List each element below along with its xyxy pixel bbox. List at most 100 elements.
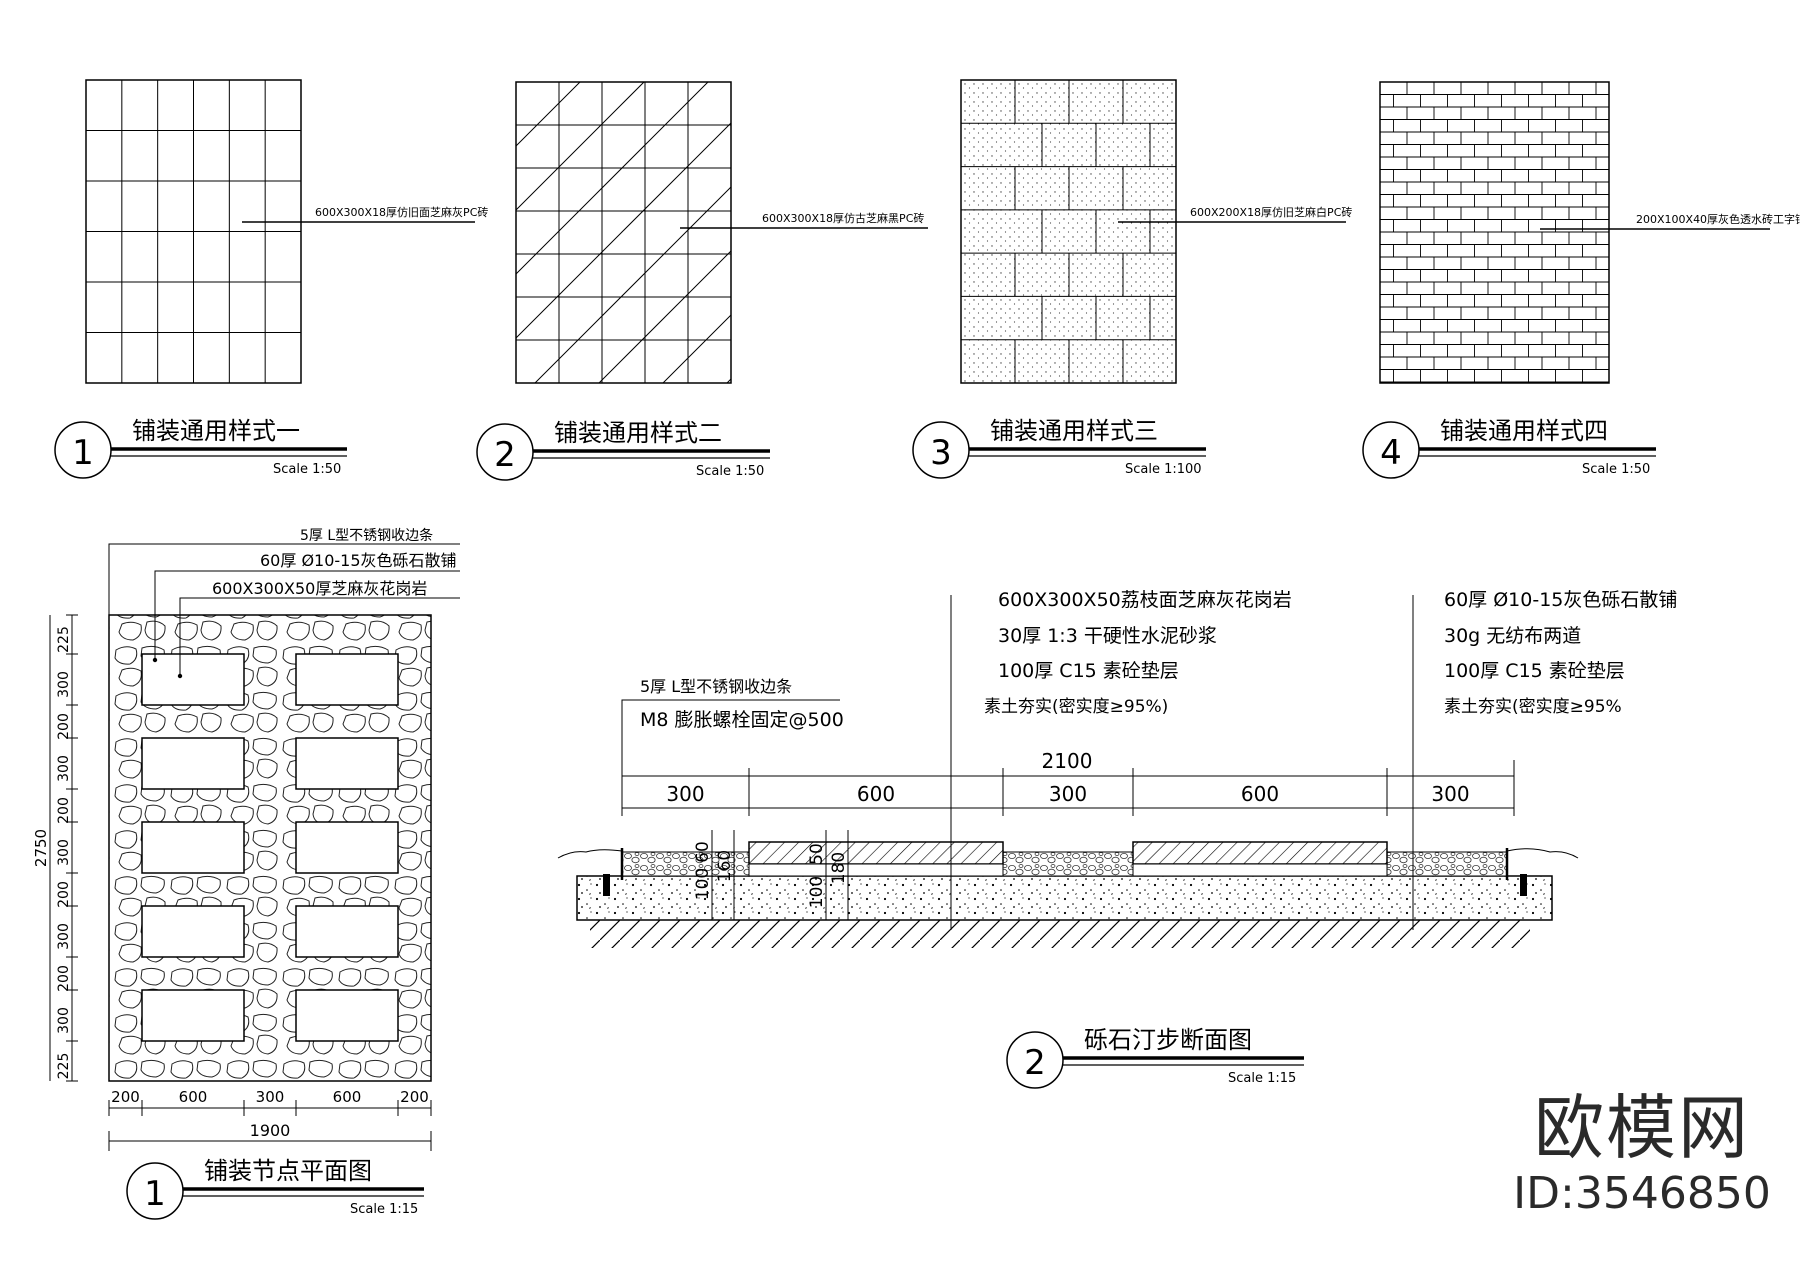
plan-horizontal-dim: 200 [111, 1088, 140, 1106]
plan-number: 1 [144, 1174, 166, 1214]
plan-stone-slab [295, 821, 399, 874]
section-mortar-left [748, 863, 1004, 877]
plan-callout-1: 5厚 L型不锈钢收边条 [300, 527, 433, 544]
section-right-vdim-2: 50 [807, 843, 827, 865]
pattern-4: 200X100X40厚灰色透水砖工字铺 [1379, 81, 1800, 384]
section-mid-callout-3: 100厚 C15 素砼垫层 [998, 660, 1179, 682]
plan-stone-slab [141, 821, 245, 874]
pattern-3: 600X200X18厚仿旧芝麻白PC砖 [960, 79, 1352, 384]
plan-vertical-dim: 200 [56, 713, 72, 740]
pattern-2-title: 铺装通用样式二 [554, 419, 722, 447]
pattern-3-number: 3 [930, 433, 952, 473]
plan-vertical-total: 2750 [32, 829, 50, 867]
plan-horizontal-total: 1900 [250, 1121, 291, 1140]
pattern-2-frame [515, 81, 732, 384]
plan-vertical-dim: 300 [56, 839, 72, 866]
plan-view: 5厚 L型不锈钢收边条 60厚 Ø10-15灰色砾石散铺 600X300X50厚… [32, 527, 460, 1220]
pattern-4-title: 铺装通用样式四 [1440, 417, 1608, 445]
section-segment-dim: 300 [666, 782, 704, 806]
section-horizontal-dimensions: 300 600 300 600 300 [666, 782, 1469, 806]
plan-vertical-dim: 225 [56, 1053, 72, 1080]
pattern-3-frame [960, 79, 1177, 384]
plan-stone-slab [295, 737, 399, 790]
section-number-circle [1006, 1031, 1064, 1089]
plan-horizontal-dim: 600 [179, 1088, 208, 1106]
pattern-1: 600X300X18厚仿旧面芝麻灰PC砖 [85, 79, 488, 384]
section-right-callout-3: 100厚 C15 素砼垫层 [1444, 660, 1625, 682]
plan-stone-slab [141, 989, 245, 1042]
pattern-2-note: 600X300X18厚仿古芝麻黑PC砖 [762, 211, 924, 225]
pattern-1-scale: Scale 1:50 [273, 462, 341, 477]
section-right-vdim-1: 100 [807, 876, 827, 908]
plan-vertical-dim: 300 [56, 671, 72, 698]
section-mid-callout-2: 30厚 1:3 干硬性水泥砂浆 [998, 625, 1217, 647]
pattern-2-scale: Scale 1:50 [696, 464, 764, 479]
section-bolt-right [1520, 874, 1527, 896]
pattern-3-scale: Scale 1:100 [1125, 462, 1202, 477]
section-total-dim: 2100 [1042, 749, 1093, 773]
plan-stone-slab [295, 989, 399, 1042]
section-right-callout-1: 60厚 Ø10-15灰色砾石散铺 [1444, 589, 1677, 611]
section-left-vdim-1: 100 [693, 868, 713, 900]
plan-stone-slab [295, 905, 399, 958]
section-segment-dim: 300 [1431, 782, 1469, 806]
plan-vertical-dim: 300 [56, 755, 72, 782]
section-left-callout-1: 5厚 L型不锈钢收边条 [640, 677, 792, 696]
watermark-logo: 欧模网 [1534, 1087, 1750, 1169]
plan-horizontal-dimensions: 200 600 300 600 200 [108, 1088, 432, 1116]
section-view: 600X300X50荔枝面芝麻灰花岗岩 30厚 1:3 干硬性水泥砂浆 100厚… [557, 589, 1677, 1089]
section-segment-dim: 300 [1049, 782, 1087, 806]
section-concrete-base [576, 875, 1553, 921]
section-mortar-right [1132, 863, 1388, 877]
pattern-1-note: 600X300X18厚仿旧面芝麻灰PC砖 [315, 205, 488, 219]
section-bolt-left [603, 874, 610, 896]
plan-horizontal-dim: 200 [400, 1088, 429, 1106]
section-left-vdim-3: 160 [715, 850, 735, 882]
pattern-title-3: 3 铺装通用样式三 Scale 1:100 [912, 417, 1206, 479]
section-right-callout-2: 30g 无纺布两道 [1444, 625, 1581, 647]
pattern-4-note: 200X100X40厚灰色透水砖工字铺 [1636, 212, 1800, 226]
section-slab-right [1132, 841, 1388, 865]
plan-stone-slab [141, 737, 245, 790]
plan-horizontal-dim: 300 [256, 1088, 285, 1106]
section-right-vdim-4: 180 [829, 852, 849, 884]
section-number: 2 [1024, 1043, 1046, 1083]
section-mid-callout-4: 素土夯实(密实度≥95%) [984, 697, 1168, 717]
plan-callout-2: 60厚 Ø10-15灰色砾石散铺 [260, 551, 457, 570]
pattern-1-number: 1 [72, 433, 94, 473]
pattern-3-note: 600X200X18厚仿旧芝麻白PC砖 [1190, 205, 1352, 219]
plan-scale: Scale 1:15 [350, 1202, 418, 1217]
plan-number-circle [126, 1162, 184, 1220]
section-segment-dim: 600 [857, 782, 895, 806]
section-scale: Scale 1:15 [1228, 1071, 1296, 1086]
pattern-2-number: 2 [494, 435, 516, 475]
plan-vertical-dim: 200 [56, 965, 72, 992]
plan-title: 铺装节点平面图 [204, 1157, 372, 1185]
pattern-2: 600X300X18厚仿古芝麻黑PC砖 [515, 81, 928, 384]
pattern-4-frame [1379, 81, 1610, 384]
pattern-1-title: 铺装通用样式一 [132, 417, 300, 445]
plan-callout-3: 600X300X50厚芝麻灰花岗岩 [212, 579, 427, 598]
plan-vertical-dim: 300 [56, 1007, 72, 1034]
plan-vertical-dim: 200 [56, 881, 72, 908]
watermark-id: ID:3546850 [1513, 1168, 1771, 1219]
pattern-title-2: 2 铺装通用样式二 Scale 1:50 [476, 419, 770, 481]
section-right-callout-4: 素土夯实(密实度≥95% [1444, 697, 1622, 717]
section-slab-left [748, 841, 1004, 865]
plan-vertical-dimensions: 225 300 200 300 200 300 200 300 200 300 225 [56, 614, 78, 1082]
section-left-vdim-2: 60 [693, 841, 713, 863]
pattern-title-4: 4 铺装通用样式四 Scale 1:50 [1362, 417, 1656, 479]
plan-stone-slab [141, 905, 245, 958]
watermark-brand: 欧模网 ID:3546850 [1512, 1088, 1772, 1220]
plan-vertical-dim: 225 [56, 626, 72, 653]
section-segment-dim: 600 [1241, 782, 1279, 806]
pattern-4-scale: Scale 1:50 [1582, 462, 1650, 477]
plan-horizontal-dim: 600 [333, 1088, 362, 1106]
pattern-4-number: 4 [1380, 433, 1402, 473]
section-left-callout-2: M8 膨胀螺栓固定@500 [640, 709, 844, 731]
plan-vertical-dim: 300 [56, 923, 72, 950]
section-title: 砾石汀步断面图 [1084, 1026, 1252, 1054]
pattern-title-1: 1 铺装通用样式一 Scale 1:50 [54, 417, 347, 479]
plan-vertical-dim: 200 [56, 797, 72, 824]
